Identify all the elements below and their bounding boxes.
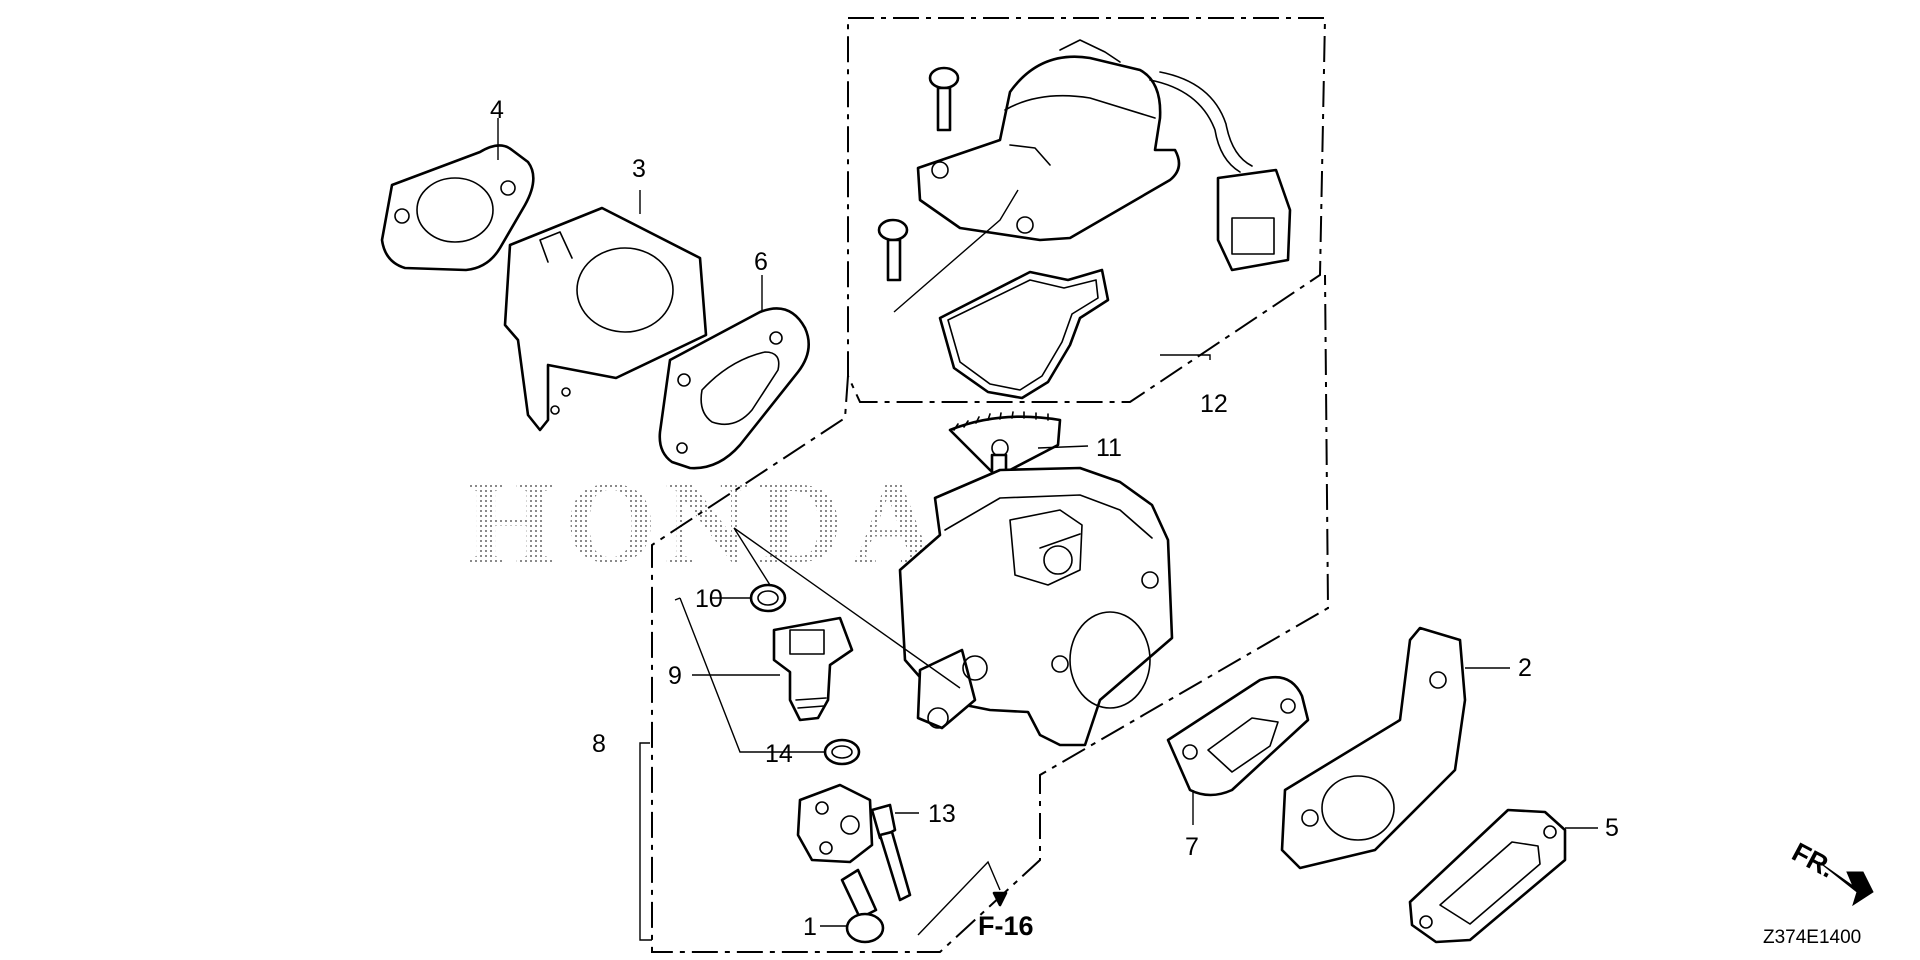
front-direction-arrow: FR.: [1787, 837, 1874, 907]
part-12-gasket: [938, 268, 1110, 400]
part-12-screw-top: [928, 66, 960, 132]
callout-8: 8: [592, 730, 606, 758]
part-8-throttle-body: [898, 466, 1174, 747]
callout-14: 14: [765, 740, 793, 768]
reference-label: F-16: [978, 911, 1034, 941]
callout-9: 9: [668, 662, 682, 690]
callout-11: 11: [1096, 434, 1122, 462]
reference-arrow: [992, 891, 1008, 907]
honda-watermark: HONDA: [465, 457, 944, 588]
part-3-insulator: [503, 206, 708, 432]
part-9-injector: [772, 616, 854, 722]
part-10-o-ring: [749, 583, 787, 613]
part-7-gasket: [1166, 675, 1310, 797]
part-2-insulator: [1280, 626, 1467, 870]
part-14-o-ring: [823, 738, 861, 766]
callout-6: 6: [754, 248, 768, 276]
callout-5: 5: [1605, 814, 1619, 842]
callout-1: 1: [803, 913, 817, 941]
front-direction-label: FR.: [1787, 837, 1839, 884]
leader-12-screw: [893, 189, 1019, 313]
part-6-gasket: [658, 307, 810, 470]
callout-13: 13: [928, 800, 956, 828]
drawing-code: Z374E1400: [1763, 927, 1861, 948]
leader-lines: [497, 118, 1598, 941]
callout-3: 3: [632, 155, 646, 183]
part-5-gasket: [1408, 808, 1567, 944]
callout-7: 7: [1185, 833, 1199, 861]
callout-12: 12: [1200, 390, 1228, 418]
assembly-outline-8: [651, 274, 1330, 953]
callout-2: 2: [1518, 654, 1532, 682]
part-1-bolt: [840, 868, 885, 944]
part-13-sensor: [796, 783, 912, 902]
part-12-screw-side: [877, 218, 909, 282]
callout-10: 10: [695, 585, 723, 613]
callout-4: 4: [490, 96, 504, 124]
part-4-gasket: [380, 144, 535, 272]
part-12-motor-assembly: [916, 39, 1292, 272]
